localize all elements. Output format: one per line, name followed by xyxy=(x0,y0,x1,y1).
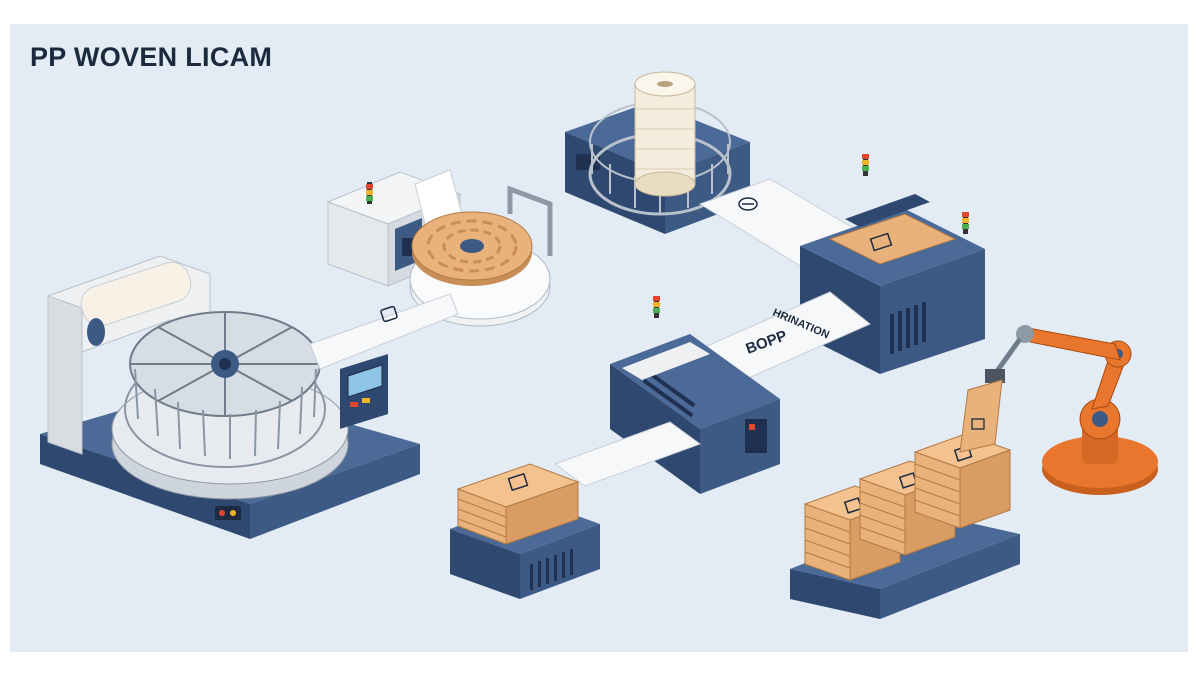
bag-stack-platform-right xyxy=(790,433,1020,619)
belt-bag-icon-1 xyxy=(380,305,398,323)
belt-symbol-icon xyxy=(738,197,758,211)
bag-stack-conveyor-center xyxy=(450,463,600,599)
circular-loom-machine xyxy=(40,255,420,539)
woven-fabric-belt xyxy=(309,293,459,370)
diagram-canvas: PP WOVEN LICAM xyxy=(10,24,1188,652)
robot-arm xyxy=(959,325,1158,495)
production-line-illustration: HRINATION BOPP xyxy=(40,71,1158,619)
film-belt-lower xyxy=(553,421,702,487)
diagram-title: PP WOVEN LICAM xyxy=(30,42,273,72)
fabric-roll-unwinder xyxy=(565,71,750,234)
